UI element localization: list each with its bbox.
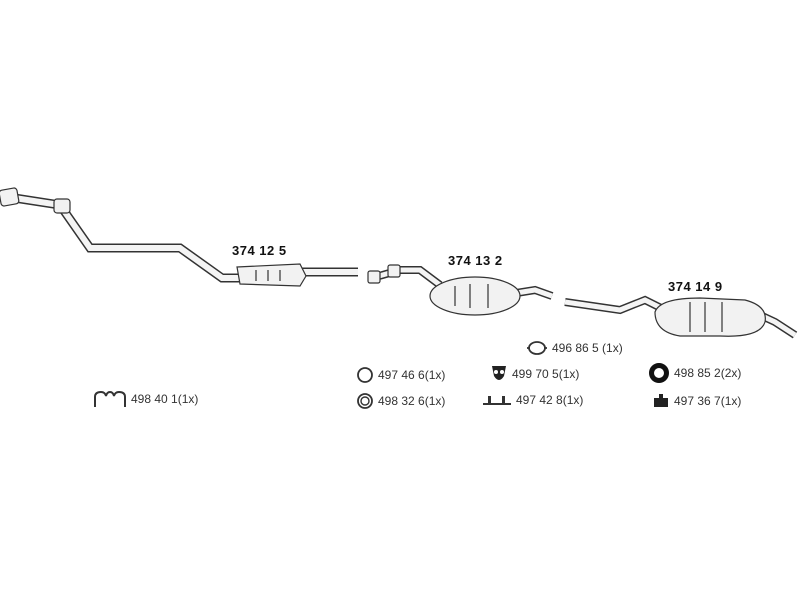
accessory-item: 499 70 5(1x) [490, 364, 579, 384]
accessory-item: 497 46 6(1x) [356, 366, 445, 384]
accessory-label: 498 40 1(1x) [131, 392, 199, 406]
hanger-icon [654, 394, 668, 407]
accessory-item: 498 40 1(1x) [93, 389, 198, 409]
accessory-item: 497 36 7(1x) [652, 393, 741, 409]
part-label-middle-silencer: 374 13 2 [448, 253, 503, 268]
rubber-ring-icon [527, 341, 547, 355]
accessory-label: 498 85 2(2x) [674, 366, 742, 380]
accessory-item: 498 85 2(2x) [648, 362, 741, 384]
rear-silencer-drawing [564, 295, 798, 339]
accessory-label: 497 36 7(1x) [674, 394, 742, 408]
double-ring-icon [357, 393, 373, 409]
donut-ring-icon [649, 363, 669, 383]
accessory-label: 497 46 6(1x) [378, 368, 446, 382]
rubber-mount-icon [492, 366, 506, 380]
accessory-label: 499 70 5(1x) [512, 367, 580, 381]
accessory-item: 498 32 6(1x) [356, 392, 445, 410]
part-label-rear-silencer: 374 14 9 [668, 279, 723, 294]
accessory-label: 496 86 5 (1x) [552, 341, 623, 355]
accessory-item: 496 86 5 (1x) [526, 339, 623, 357]
middle-silencer-drawing [367, 264, 554, 316]
accessory-label: 498 32 6(1x) [378, 394, 446, 408]
front-pipe-drawing [0, 187, 358, 287]
part-label-front-pipe: 374 12 5 [232, 243, 287, 258]
ring-icon [357, 367, 373, 383]
u-bracket-icon [94, 390, 126, 407]
clamp-icon [483, 396, 511, 405]
accessory-label: 497 42 8(1x) [516, 393, 584, 407]
accessory-item: 497 42 8(1x) [482, 392, 583, 408]
